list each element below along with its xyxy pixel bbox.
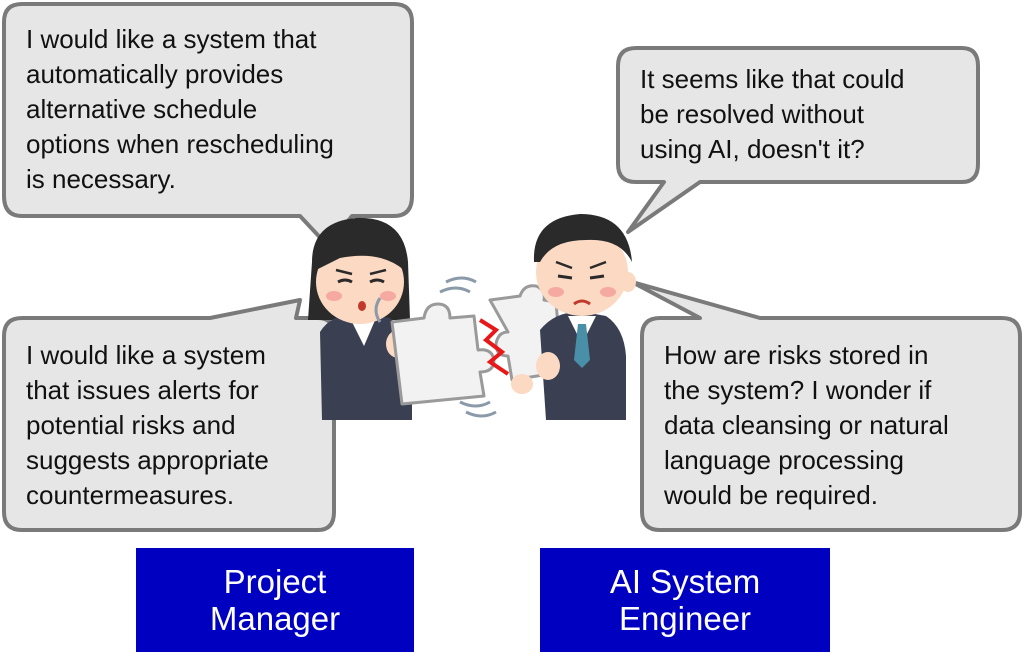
label-line: Engineer: [618, 600, 752, 637]
bubble-line: I would like a system: [26, 340, 266, 370]
bubble-line: would be required.: [664, 480, 878, 510]
ai-engineer-illustration: [511, 214, 636, 420]
bubble-line: that issues alerts for: [26, 375, 259, 405]
bubble-line: language processing: [664, 445, 904, 475]
bubble-line: is necessary.: [26, 164, 176, 194]
bubble-line: countermeasures.: [26, 480, 235, 510]
label-line: Manager: [209, 600, 341, 637]
bubble-line: I would like a system that: [26, 24, 317, 54]
bubble-text-eng-top: It seems like that could be resolved wit…: [640, 62, 904, 167]
bubble-line: options when rescheduling: [26, 129, 334, 159]
bubble-line: suggests appropriate: [26, 445, 269, 475]
bubble-line: potential risks and: [26, 410, 236, 440]
bubble-line: using AI, doesn't it?: [640, 134, 865, 164]
bubble-pm-bottom: [2, 298, 336, 532]
bubble-eng-top: [616, 46, 980, 234]
bubble-text-pm-top: I would like a system that automatically…: [26, 22, 334, 197]
bubble-line: automatically provides: [26, 59, 284, 89]
bubble-line: be resolved without: [640, 99, 865, 129]
project-manager-illustration: [308, 217, 438, 420]
bubble-line: the system? I wonder if: [664, 375, 932, 405]
bubble-text-pm-bottom: I would like a system that issues alerts…: [26, 338, 269, 513]
bubble-line: alternative schedule: [26, 94, 258, 124]
bubble-line: data cleansing or natural: [664, 410, 949, 440]
label-line: AI System: [609, 563, 761, 600]
label-ai-engineer: AI System Engineer: [540, 548, 830, 652]
bubble-text-eng-bottom: How are risks stored in the system? I wo…: [664, 338, 949, 513]
bubble-line: It seems like that could: [640, 64, 905, 94]
label-project-manager: Project Manager: [136, 548, 414, 652]
bubble-eng-bottom: [630, 280, 1022, 532]
bubble-line: How are risks stored in: [664, 340, 929, 370]
label-line: Project: [223, 563, 327, 600]
